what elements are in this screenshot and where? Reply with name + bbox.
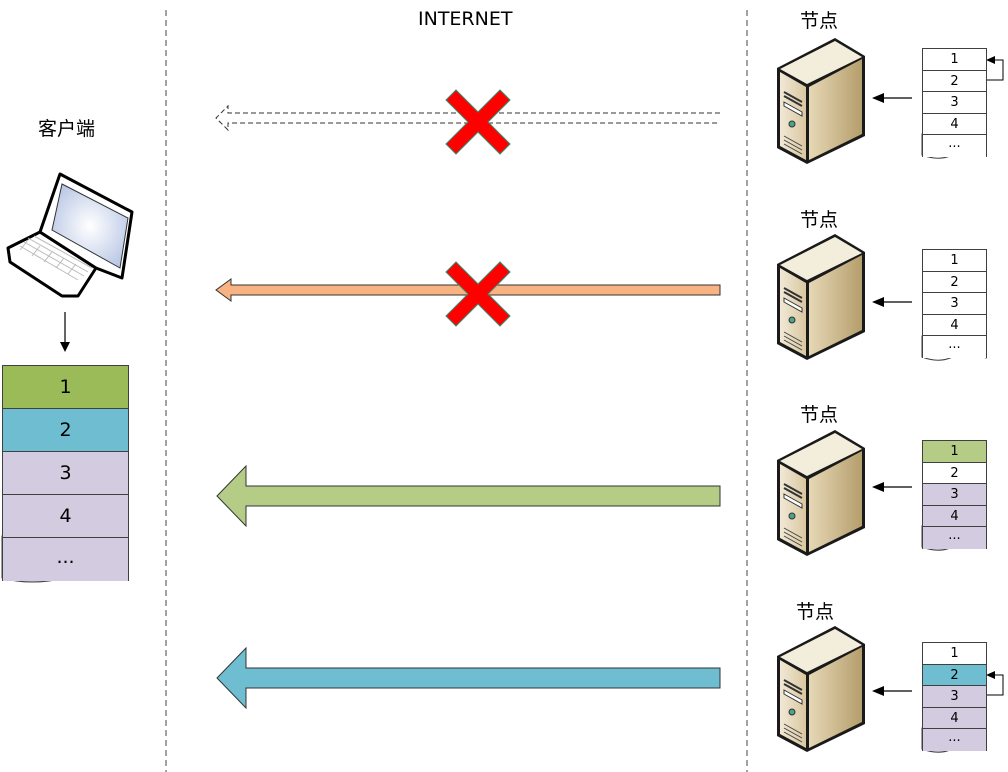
block-cell: 1 [2, 365, 129, 409]
server-icon [776, 233, 866, 361]
server-icon [776, 429, 866, 557]
block-cell: 1 [922, 440, 987, 463]
block-cell: 1 [922, 642, 987, 665]
block-cell: ... [922, 335, 987, 358]
blocked-x-icon [445, 89, 511, 155]
block-cell: 4 [922, 112, 987, 135]
block-cell: 3 [2, 451, 129, 495]
connection-arrow-4 [216, 646, 721, 710]
node-label: 节点 [796, 601, 835, 623]
reorder-loop-arrow [986, 671, 1004, 696]
server-icon [776, 625, 866, 753]
node-label: 节点 [800, 404, 839, 426]
block-cell: 4 [922, 706, 987, 729]
block-cell: 3 [922, 685, 987, 708]
block-cell: 2 [922, 663, 987, 686]
block-cell: 2 [922, 461, 987, 484]
block-cell: 2 [2, 408, 129, 452]
block-cell: 4 [922, 313, 987, 336]
block-cell: 3 [922, 483, 987, 506]
laptop-icon [6, 172, 134, 298]
connection-arrow-3 [216, 464, 721, 528]
block-cell: ... [922, 134, 987, 157]
node-label: 节点 [800, 209, 839, 231]
block-cell: 4 [2, 494, 129, 538]
blocked-x-icon [445, 261, 511, 327]
block-cell: 2 [922, 69, 987, 92]
node-label: 节点 [800, 10, 839, 32]
block-cell: ... [2, 537, 129, 581]
client-label: 客户端 [38, 118, 96, 140]
block-cell: 3 [922, 91, 987, 114]
block-cell: 1 [922, 48, 987, 71]
server-icon [776, 37, 866, 165]
node-read-arrows [882, 97, 912, 692]
block-cell: ... [922, 728, 987, 751]
block-cell: 1 [922, 249, 987, 272]
reorder-loop-arrow [986, 56, 1004, 81]
internet-label: INTERNET [418, 8, 513, 30]
block-cell: ... [922, 526, 987, 549]
block-cell: 2 [922, 270, 987, 293]
block-cell: 3 [922, 292, 987, 315]
block-cell: 4 [922, 504, 987, 527]
